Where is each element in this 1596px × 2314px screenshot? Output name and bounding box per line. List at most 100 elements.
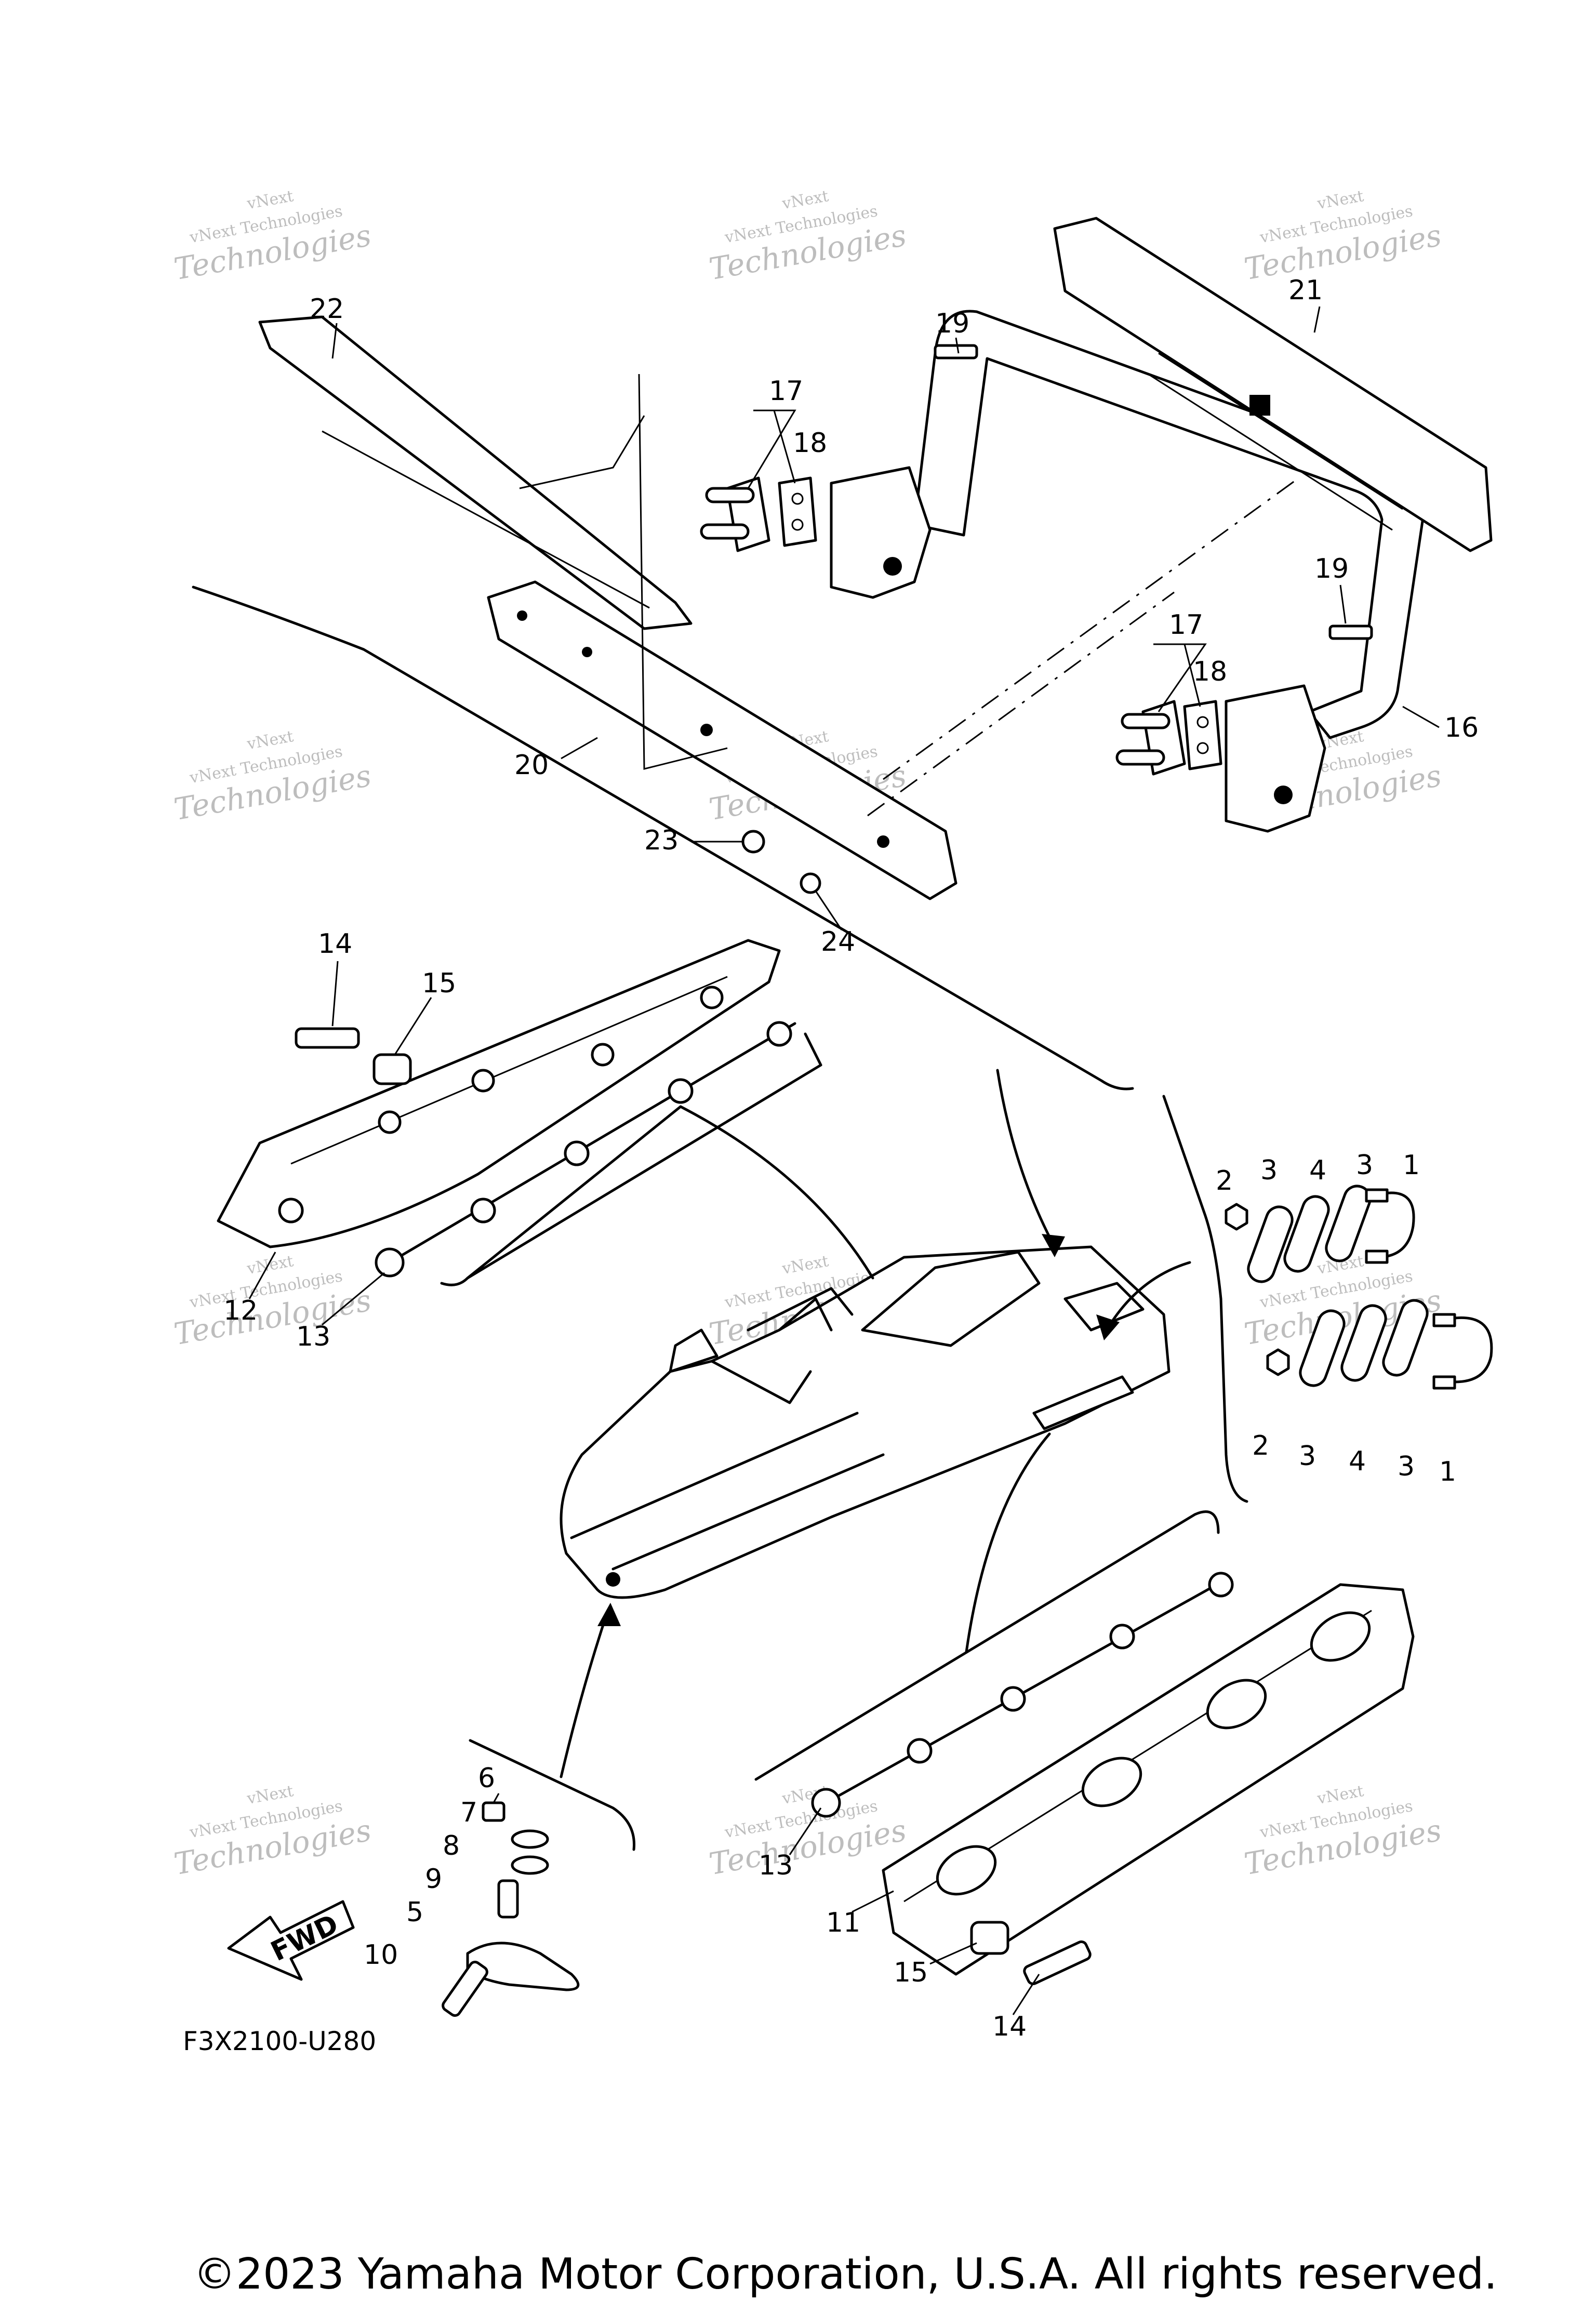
watercraft-windshield [669,1328,719,1373]
watermark: vNext vNext Technologies Technologies [171,727,374,827]
callout-17: 17 [1169,609,1203,641]
leader-arrows [560,1069,1191,1778]
svg-text:vNext: vNext [1315,187,1365,213]
callout-12: 12 [223,1295,258,1326]
callout-18: 18 [793,428,827,459]
step-12 [217,939,781,1248]
washer-3a-lower [1299,1309,1346,1387]
bolt-14-upper [295,1027,360,1049]
nut-2-lower [1266,1348,1290,1376]
bolt-10 [442,1961,488,2017]
cover-22 [258,315,693,630]
callout-17: 17 [769,376,803,407]
washer-8 [511,1855,549,1875]
handle-bracket-right [1225,684,1326,833]
step-20 [487,580,957,900]
callout-19: 19 [935,308,969,339]
bolt-19-left [934,344,978,360]
callout-6: 6 [478,1763,495,1794]
diagram-code: F3X2100-U280 [183,2026,377,2056]
screw-23 [741,830,765,854]
bolt-14-lower [1023,1940,1092,1985]
callout-3: 3 [1299,1441,1316,1472]
callout-2: 2 [1216,1165,1233,1196]
callout-5: 5 [406,1897,423,1928]
bolt-19-right [1328,624,1373,640]
callout-2: 2 [1252,1430,1269,1461]
step-11 [882,1583,1415,1976]
step-cover-assembly [258,315,1299,900]
collar-15-lower [970,1921,1009,1955]
collar-15-upper [373,1053,412,1085]
callout-15: 15 [894,1957,928,1988]
callout-18: 18 [1193,656,1227,687]
u-bolt-1-upper [1375,1191,1415,1259]
svg-text:vNext: vNext [245,1252,295,1278]
section-borders [192,586,1248,1851]
svg-text:vNext: vNext [245,727,295,753]
fwd-arrow: FWD [227,1900,355,1981]
tow-eye-assembly [442,1801,580,2017]
step-12-assembly [217,939,796,1278]
bolt-9 [497,1879,519,1919]
callout-14: 14 [992,2011,1027,2042]
rear-handle-tube [913,310,1425,739]
svg-text:vNext: vNext [245,187,295,213]
grip-panel-border [1162,1095,1248,1503]
left-step-panel-border [466,1032,822,1280]
callout-22: 22 [310,294,344,325]
callout-24: 24 [821,926,855,957]
callout-21: 21 [1288,275,1323,306]
callout-3: 3 [1260,1155,1278,1186]
callout-15: 15 [422,968,456,999]
nut-6 [482,1801,506,1822]
washer-3a-upper [1247,1205,1294,1283]
screw-24 [800,872,821,894]
callout-20: 20 [514,750,549,781]
callout-7: 7 [460,1797,477,1828]
plate-4-upper [1283,1195,1330,1273]
upper-section-boundary [192,586,1134,1090]
svg-text:vNext: vNext [780,187,830,213]
pad-18-right [1183,700,1222,770]
callout-1: 1 [1439,1456,1456,1487]
watermark: vNext vNext Technologies Technologies [707,187,909,287]
callout-4: 4 [1309,1155,1326,1186]
callout-3: 3 [1356,1150,1373,1181]
svg-text:vNext: vNext [780,1252,830,1278]
watermark: vNext vNext Technologies Technologies [171,187,374,287]
washer-3b-upper [1325,1185,1372,1262]
svg-text:vNext: vNext [245,1782,295,1808]
callout-14: 14 [318,928,352,960]
watercraft-seat [861,1251,1041,1347]
callout-3: 3 [1398,1451,1415,1482]
callout-16: 16 [1444,712,1479,743]
watermark: vNext vNext Technologies Technologies [171,1252,374,1352]
callout-10: 10 [364,1939,398,1971]
u-bolt-1-lower [1443,1316,1493,1384]
right-step-panel-border [754,1510,1220,1781]
watermark: vNext vNext Technologies Technologies [1242,1782,1444,1882]
callout-9: 9 [425,1864,442,1895]
callout-13: 13 [296,1321,330,1352]
callout-13: 13 [759,1850,793,1881]
nut-2-upper [1225,1203,1248,1231]
callout-11: 11 [826,1907,860,1938]
watermark: vNext vNext Technologies Technologies [707,1782,909,1882]
callout-leaders [248,306,1440,2015]
washer-7 [511,1829,549,1849]
callout-labels: 22 19 17 18 21 19 17 18 16 20 23 24 14 1… [223,275,1479,2042]
copyright-notice: ©2023 Yamaha Motor Corporation, U.S.A. A… [193,2250,1498,2299]
washer-3b-lower [1382,1299,1429,1377]
watermark: vNext vNext Technologies Technologies [171,1782,374,1882]
step-11-assembly [811,1572,1415,1985]
svg-text:vNext: vNext [1315,1782,1365,1808]
rear-grip-21 [1053,217,1493,552]
watercraft-hull [560,1245,1171,1599]
plate-4-lower [1340,1304,1387,1382]
callout-23: 23 [644,825,679,856]
hardware-upper [700,344,1373,894]
fwd-label: FWD [266,1909,343,1968]
watermark: vNext vNext Technologies Technologies [1242,187,1444,287]
